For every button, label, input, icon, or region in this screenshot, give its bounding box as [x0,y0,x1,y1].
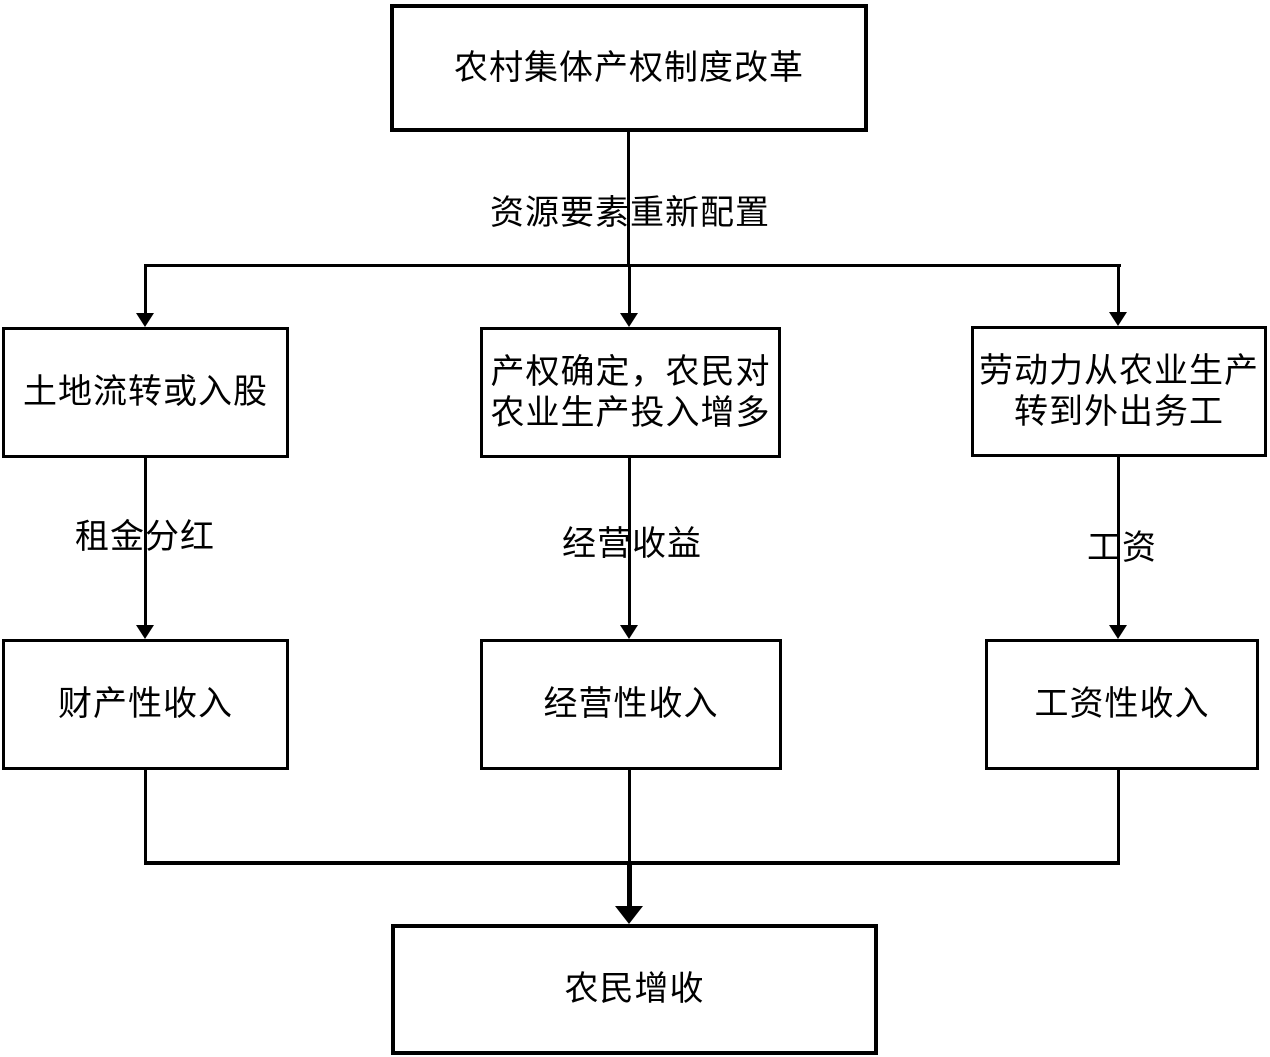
label-rent-dividend: 租金分红 [75,517,215,557]
box-farmer-income-increase: 农民增收 [391,924,878,1055]
box-property-income-label: 财产性收入 [58,684,233,725]
box-property-rights-line1: 产权确定，农民对 [490,352,771,393]
arrowhead-final-icon [615,906,643,924]
connector-middle-to-income [628,458,631,626]
box-property-income: 财产性收入 [2,639,289,770]
connector-drop-left [144,264,147,315]
box-reform-root-label: 农村集体产权制度改革 [454,47,804,88]
connector-drop-right [1117,264,1120,314]
box-wage-income: 工资性收入 [985,639,1259,770]
arrowhead-right-income-icon [1109,625,1127,639]
connector-left-to-income [144,458,147,626]
connector-middle-out [628,770,631,864]
label-wage: 工资 [1087,528,1157,568]
box-farmer-income-increase-label: 农民增收 [564,969,705,1010]
box-reform-root: 农村集体产权制度改革 [390,4,868,132]
connector-right-out [1117,770,1120,864]
box-labor-migration-line1: 劳动力从农业生产 [979,351,1259,392]
arrowhead-middle-branch-icon [620,313,638,327]
arrowhead-left-income-icon [136,625,154,639]
box-property-rights: 产权确定，农民对 农业生产投入增多 [480,327,781,458]
connector-branch-bar [144,264,1121,267]
label-operating-returns: 经营收益 [562,524,702,564]
box-land-transfer-label: 土地流转或入股 [23,372,268,413]
connector-root-vertical [627,132,630,267]
arrowhead-left-branch-icon [136,313,154,327]
box-land-transfer: 土地流转或入股 [2,327,289,458]
box-business-income: 经营性收入 [480,639,782,770]
connector-final-vertical [627,861,632,907]
box-property-rights-line2: 农业生产投入增多 [490,392,771,433]
connector-left-out [144,770,147,864]
box-labor-migration: 劳动力从农业生产 转到外出务工 [971,326,1267,457]
connector-collector-bar [144,861,1120,865]
connector-drop-middle [628,264,631,315]
label-resource-reallocation: 资源要素重新配置 [490,193,770,233]
arrowhead-middle-income-icon [620,625,638,639]
connector-right-to-income [1117,457,1120,626]
box-wage-income-label: 工资性收入 [1034,684,1210,725]
box-labor-migration-line2: 转到外出务工 [1014,391,1224,432]
arrowhead-right-branch-icon [1109,312,1127,326]
box-business-income-label: 经营性收入 [543,684,719,725]
